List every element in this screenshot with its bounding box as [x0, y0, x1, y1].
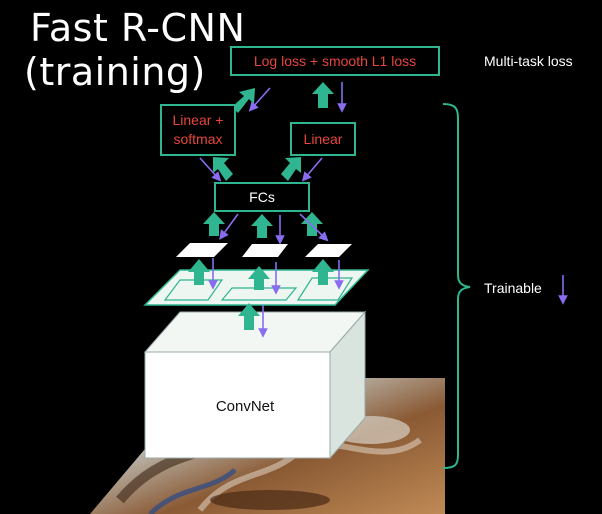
fcs-box: FCs	[214, 182, 310, 212]
loss-box: Log loss + smooth L1 loss	[230, 46, 440, 76]
forward-arrows	[188, 82, 334, 330]
title-line-2: (training)	[24, 50, 206, 94]
linear-box: Linear	[290, 122, 356, 156]
backward-arrows	[199, 82, 568, 338]
linear-softmax-box: Linear + softmax	[160, 104, 236, 156]
multitask-loss-label: Multi-task loss	[484, 53, 573, 69]
convnet-box	[143, 310, 367, 460]
title-line-1: Fast R-CNN	[30, 6, 246, 50]
trainable-brace	[442, 103, 471, 469]
fcs-label: FCs	[249, 189, 275, 205]
roi-pooled-features	[176, 243, 352, 257]
loss-label: Log loss + smooth L1 loss	[253, 52, 417, 69]
convnet-label: ConvNet	[215, 398, 275, 415]
slide-title: Fast R-CNN (training)	[24, 6, 246, 94]
linear-softmax-line1: Linear +	[172, 112, 224, 128]
linear-label: Linear	[303, 130, 343, 147]
trainable-label: Trainable	[484, 280, 542, 296]
linear-softmax-line2: softmax	[173, 131, 223, 147]
